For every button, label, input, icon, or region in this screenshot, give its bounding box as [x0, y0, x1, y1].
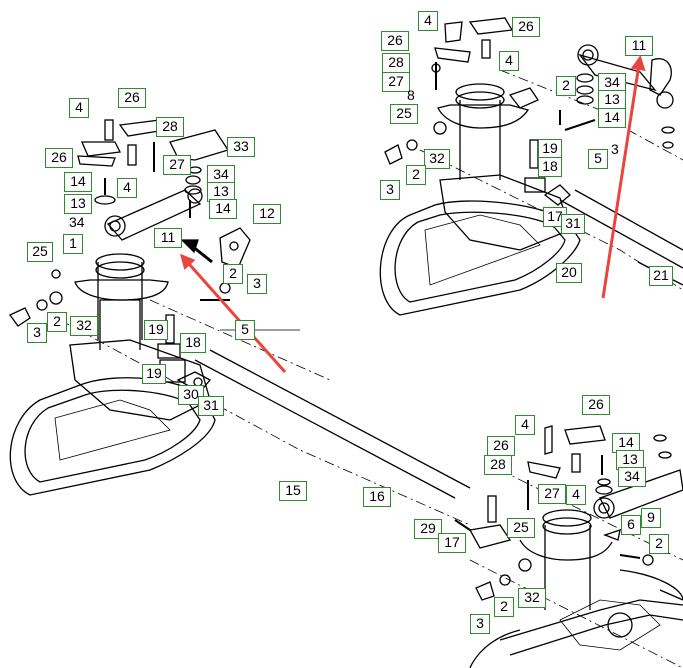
callout-bottom-2: 2: [649, 534, 669, 554]
callout-left-26b: 26: [45, 148, 73, 168]
callout-top-32: 32: [424, 149, 450, 169]
callout-bottom-6: 6: [621, 515, 641, 535]
callout-top-27: 27: [382, 72, 410, 92]
callout-top-5: 5: [588, 149, 608, 169]
callout-left-13: 13: [64, 194, 92, 214]
callout-left-28: 28: [156, 117, 184, 137]
left-frame: [69, 339, 211, 421]
callout-left-11: 11: [154, 228, 182, 248]
callout-top-2: 2: [556, 76, 576, 96]
callout-left-5: 5: [235, 320, 255, 340]
callout-top-14: 14: [598, 108, 626, 128]
callout-top-25: 25: [390, 104, 418, 124]
callout-left-19: 19: [144, 320, 168, 340]
callout-bottom-4b: 4: [566, 485, 586, 505]
callout-top-13: 13: [598, 90, 626, 110]
left-track-outline: [9, 377, 216, 496]
left-assembly: [9, 119, 471, 526]
label-top-3: 3: [611, 141, 619, 157]
callout-bottom-26b: 26: [487, 436, 515, 456]
red-annotation-arrow-left: [180, 253, 287, 373]
callout-left-30: 30: [178, 385, 204, 405]
callout-left-32: 32: [70, 316, 98, 336]
callout-top-26: 26: [512, 17, 540, 37]
callout-left-13b: 13: [207, 182, 235, 202]
callout-left-18: 18: [180, 333, 206, 353]
callout-left-1: 1: [63, 234, 83, 254]
callout-bottom-25: 25: [507, 518, 535, 538]
callout-left-2: 2: [223, 264, 243, 284]
callout-left-19b: 19: [142, 364, 166, 384]
left-tower: [97, 262, 143, 340]
callout-top-3b: 3: [380, 180, 400, 200]
callout-top-11: 11: [625, 36, 653, 56]
callout-bottom-14: 14: [612, 433, 640, 453]
callout-left-27: 27: [163, 155, 191, 175]
callout-top-21: 21: [649, 266, 673, 286]
callout-left-2b: 2: [47, 312, 67, 332]
callout-left-26: 26: [118, 88, 146, 108]
callout-bottom-29: 29: [414, 519, 442, 539]
callout-top-26b: 26: [381, 31, 409, 51]
callout-bottom-26: 26: [582, 395, 610, 415]
callout-left-14b: 14: [209, 199, 237, 219]
callout-top-28: 28: [382, 53, 410, 73]
callout-bottom-34: 34: [618, 467, 646, 487]
callout-top-18: 18: [538, 157, 562, 177]
connecting-shaft: [194, 349, 471, 499]
callout-left-4b: 4: [117, 178, 137, 198]
callout-bottom-4: 4: [515, 415, 535, 435]
callout-bottom-3: 3: [470, 614, 490, 634]
callout-top-4b: 4: [499, 51, 519, 71]
callout-top-31: 31: [561, 214, 585, 234]
callout-top-20: 20: [556, 263, 582, 283]
bottom-right-assembly: [454, 425, 683, 668]
red-annotation-arrow-top: [601, 55, 646, 299]
top-shaft: [559, 189, 683, 269]
callout-bottom-9: 9: [641, 508, 661, 528]
label-top-8: 8: [407, 87, 415, 103]
callout-left-31: 31: [198, 396, 224, 416]
callout-bottom-2b: 2: [494, 597, 514, 617]
callout-top-19: 19: [538, 139, 562, 159]
callout-left-14: 14: [64, 172, 92, 192]
callout-left-25: 25: [27, 242, 53, 262]
callout-top-4: 4: [418, 11, 438, 31]
callout-left-12: 12: [253, 204, 281, 224]
callout-left-33: 33: [227, 137, 255, 157]
callout-left-16: 16: [363, 487, 391, 507]
callout-bottom-17: 17: [438, 533, 466, 553]
callout-left-15: 15: [279, 481, 307, 501]
bottom-track-outline: [469, 569, 683, 668]
callout-left-34: 34: [207, 165, 235, 185]
callout-left-3b: 3: [27, 323, 47, 343]
callout-top-2b: 2: [406, 165, 426, 185]
callout-left-3: 3: [247, 274, 267, 294]
callout-bottom-32: 32: [518, 588, 546, 608]
callout-bottom-27: 27: [538, 484, 566, 504]
label-left-34: 34: [69, 214, 85, 230]
callout-left-4: 4: [69, 98, 89, 118]
callout-bottom-28: 28: [484, 455, 512, 475]
